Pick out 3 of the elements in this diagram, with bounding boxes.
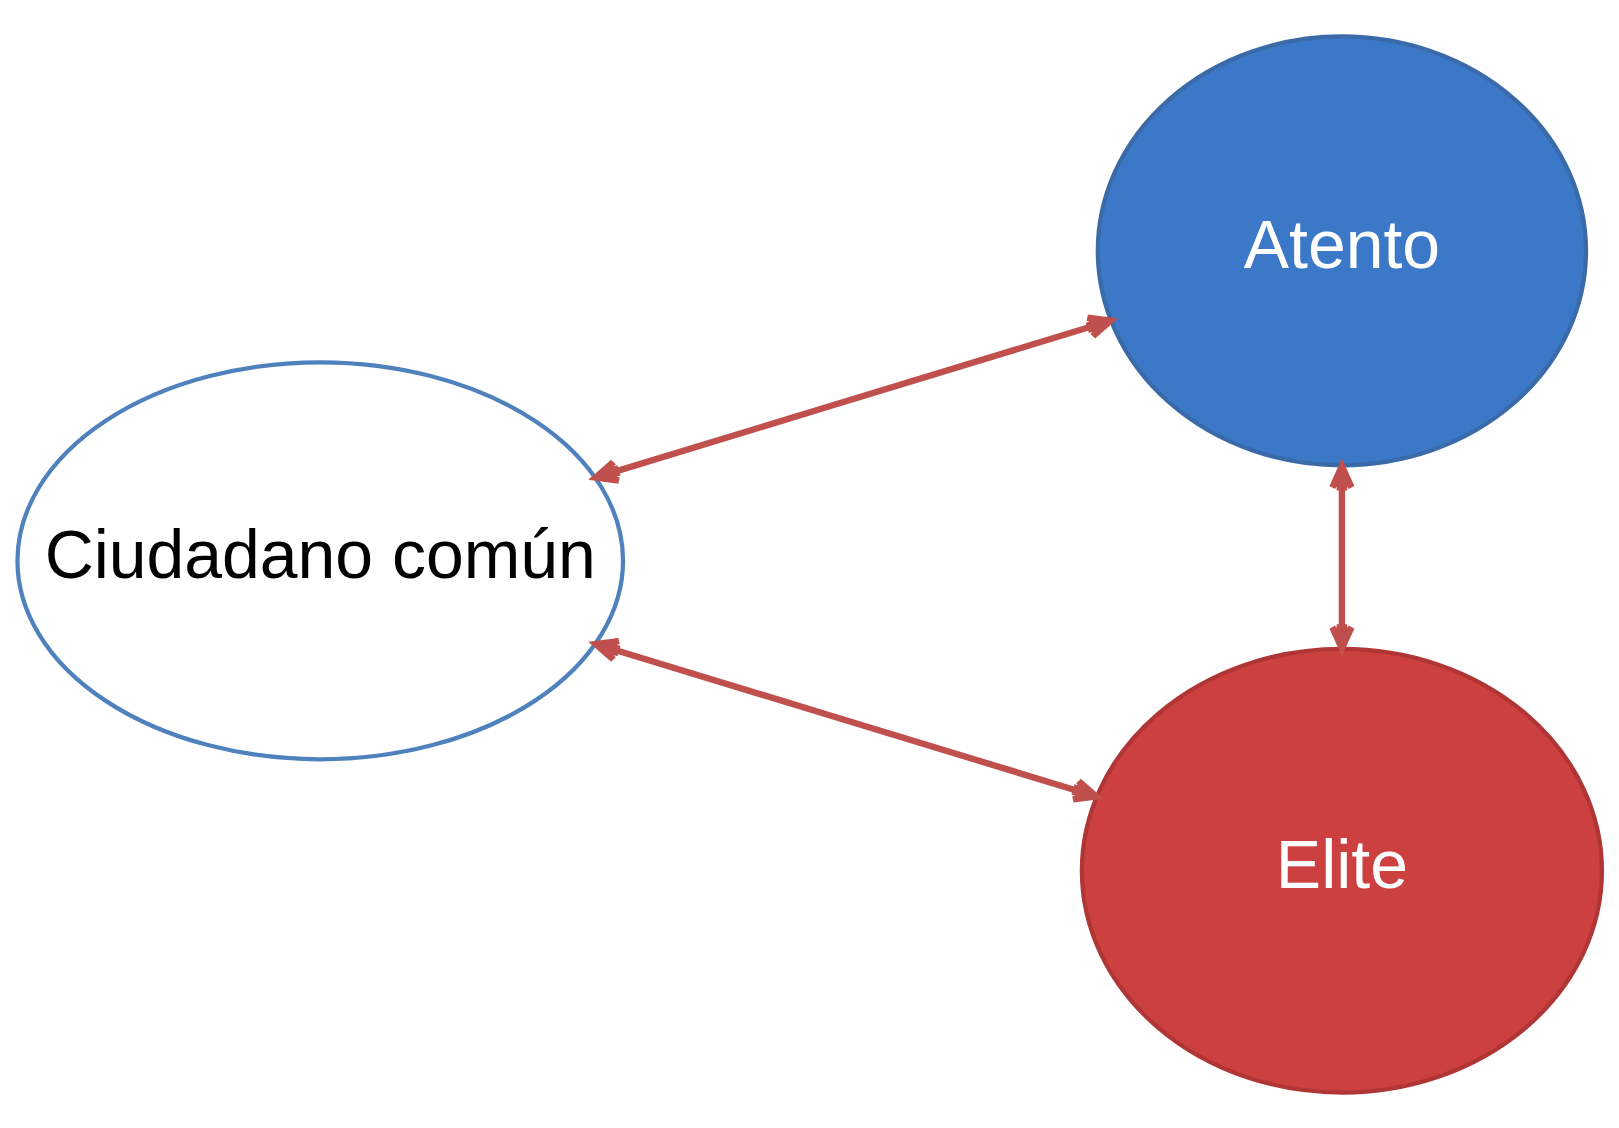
node-ellipse: Ciudadano común: [15, 359, 626, 761]
node-ellipse: Elite: [1079, 646, 1605, 1095]
node-ellipse: Atento: [1095, 33, 1589, 467]
